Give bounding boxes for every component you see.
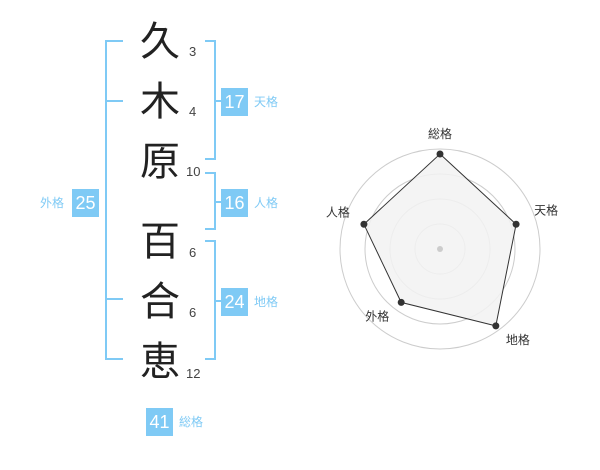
tenkaku-bracket-tick [214,100,222,102]
radar-axis-label-1: 総格 [428,126,452,141]
gaikaku-bracket-mid-bottom [105,298,123,300]
jinkaku-value-badge: 16 [221,189,248,217]
stroke-count-3: 10 [186,164,201,179]
jinkaku-bracket-tick [214,201,222,203]
chikaku-value-badge: 24 [221,288,248,316]
name-char-5: 合 [140,279,180,325]
gaikaku-bracket-top [105,40,123,42]
radar-ring-4 [339,148,541,350]
radar-axis-label-4: 外格 [365,308,389,323]
stroke-count-6: 12 [186,366,201,381]
soukaku-value-badge: 41 [146,408,173,436]
gaikaku-bracket-vertical [105,40,107,360]
gaikaku-value-badge: 25 [72,189,99,217]
name-char-3: 原 [140,139,180,185]
name-char-1: 久 [140,19,180,65]
radar-point-2 [512,220,520,228]
tenkaku-bracket-top [205,40,216,42]
radar-axis-label-2: 天格 [534,202,558,217]
gaikaku-bracket-bottom [105,358,123,360]
chikaku-bracket-bottom [205,358,216,360]
stroke-count-2: 4 [189,104,197,119]
radar-area [363,153,517,327]
soukaku-label: 総格 [179,415,204,429]
jinkaku-bracket-top [205,172,216,174]
radar-axis-label-5: 人格 [326,204,350,219]
chikaku-label: 地格 [254,295,279,309]
radar-point-3 [492,322,500,330]
stroke-count-5: 6 [189,305,197,320]
radar-center-dot [437,246,443,252]
name-char-2: 木 [140,79,180,125]
chikaku-bracket-tick [214,300,222,302]
jinkaku-bracket-bottom [205,228,216,230]
gaikaku-label: 外格 [40,196,65,210]
stroke-count-4: 6 [189,245,197,260]
radar-axis-label-3: 地格 [506,332,530,347]
name-char-6: 恵 [140,339,180,385]
stroke-count-1: 3 [189,44,197,59]
chikaku-bracket-top [205,240,216,242]
tenkaku-value-badge: 17 [221,88,248,116]
gaikaku-bracket-mid-top [105,100,123,102]
radar-point-4 [397,298,405,306]
jinkaku-label: 人格 [254,196,279,210]
tenkaku-label: 天格 [254,95,279,109]
tenkaku-bracket-bottom [205,158,216,160]
name-char-4: 百 [140,219,180,265]
radar-point-1 [436,150,444,158]
radar-point-5 [360,220,368,228]
